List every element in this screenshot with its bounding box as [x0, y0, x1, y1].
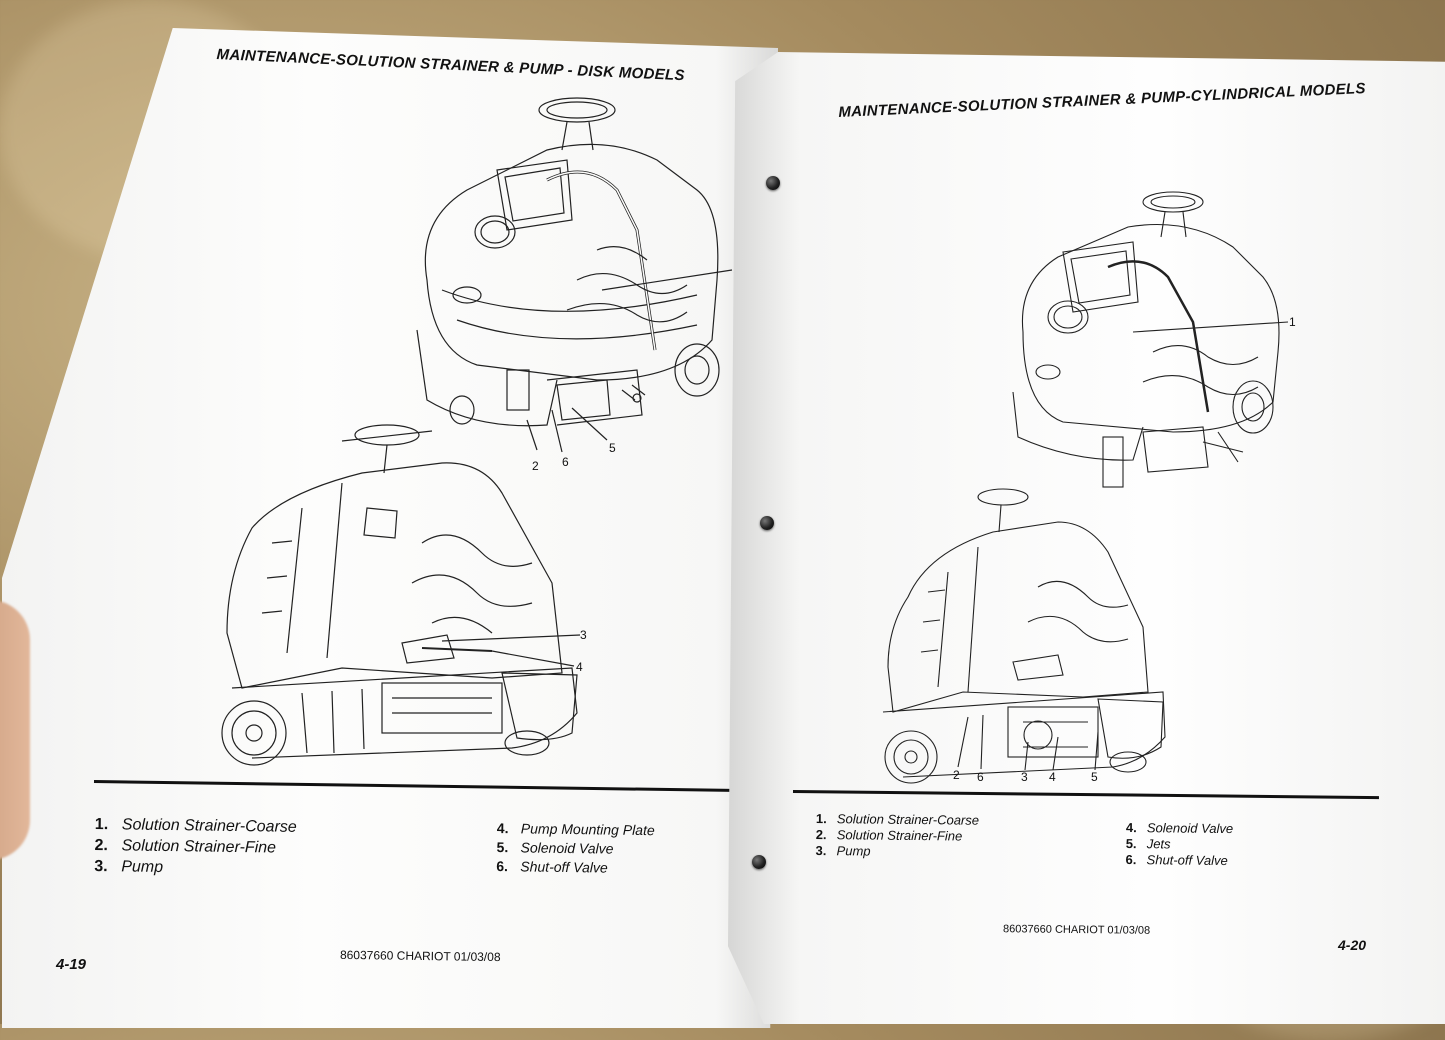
- disk-model-side-view-drawing: 3 4: [192, 413, 612, 766]
- binder-ring: [760, 516, 774, 530]
- binder-ring: [766, 176, 780, 190]
- document-reference: 86037660 CHARIOT 01/03/08: [339, 947, 501, 965]
- page-title: MAINTENANCE-SOLUTION STRAINER & PUMP - D…: [216, 46, 686, 85]
- callout-2: 2: [953, 768, 960, 782]
- legend-item: 4.Pump Mounting Plate: [496, 819, 655, 839]
- parts-legend-column-2: 4.Solenoid Valve 5.Jets 6.Shut-off Valve: [1125, 820, 1234, 869]
- legend-item: 5.Solenoid Valve: [496, 838, 614, 857]
- callout-5: 5: [1091, 770, 1098, 784]
- callout-5: 5: [609, 441, 616, 455]
- legend-item: 6.Shut-off Valve: [496, 857, 608, 876]
- left-manual-page: MAINTENANCE-SOLUTION STRAINER & PUMP - D…: [2, 28, 778, 1028]
- legend-item: 5.Jets: [1125, 835, 1171, 852]
- cylindrical-model-side-view-drawing: 2 6 3 4 5: [873, 477, 1173, 787]
- page-number: 4-19: [56, 956, 87, 973]
- right-manual-page: MAINTENANCE-SOLUTION STRAINER & PUMP-CYL…: [728, 52, 1445, 1024]
- legend-item: 6.Shut-off Valve: [1125, 851, 1228, 869]
- legend-divider: [93, 780, 740, 793]
- legend-item: 4.Solenoid Valve: [1125, 820, 1234, 837]
- legend-item: 3.Pump: [94, 857, 164, 876]
- callout-3: 3: [1021, 770, 1028, 784]
- callout-4: 4: [1049, 770, 1056, 784]
- parts-legend-column-1: 1.Solution Strainer-Coarse 2.Solution St…: [94, 814, 297, 880]
- parts-legend-column-2: 4.Pump Mounting Plate 5.Solenoid Valve 6…: [496, 819, 655, 878]
- cylindrical-model-top-view-drawing: 1: [993, 182, 1303, 502]
- callout-3: 3: [580, 628, 587, 642]
- page-number: 4-20: [1338, 937, 1367, 953]
- callout-4: 4: [576, 660, 583, 674]
- disk-model-top-view-drawing: 1 2 6 5: [397, 80, 767, 480]
- callout-2: 2: [532, 459, 539, 473]
- document-reference: 86037660 CHARIOT 01/03/08: [1002, 923, 1151, 937]
- binder-ring: [752, 855, 766, 869]
- legend-item: 2.Solution Strainer-Fine: [815, 826, 963, 844]
- callout-6: 6: [977, 770, 984, 784]
- callout-6: 6: [562, 455, 569, 469]
- legend-divider: [792, 790, 1379, 800]
- holding-hand: [0, 600, 30, 860]
- legend-item: 3.Pump: [815, 842, 871, 859]
- callout-1: 1: [1289, 315, 1296, 329]
- parts-legend-column-1: 1.Solution Strainer-Coarse 2.Solution St…: [815, 811, 980, 861]
- page-title: MAINTENANCE-SOLUTION STRAINER & PUMP-CYL…: [838, 80, 1367, 121]
- legend-item: 1.Solution Strainer-Coarse: [815, 811, 980, 828]
- legend-item: 2.Solution Strainer-Fine: [94, 836, 277, 857]
- legend-item: 1.Solution Strainer-Coarse: [94, 815, 297, 836]
